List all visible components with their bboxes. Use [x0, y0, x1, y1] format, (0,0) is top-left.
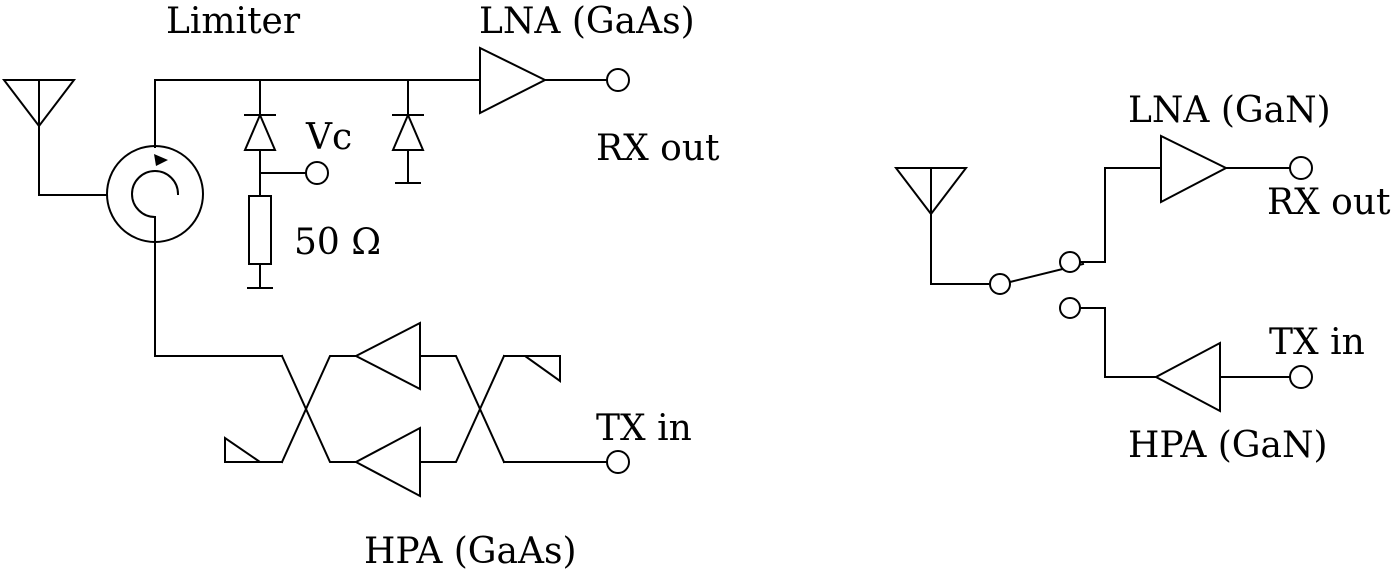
left-circuit: Limiter LNA (GaAs) RX out Vc 50 Ω TX in … [1, 1, 720, 572]
lna-gaas-label: LNA (GaAs) [479, 1, 695, 42]
lna-gaas-amplifier-icon [479, 46, 630, 115]
right-rx-out-terminal [1289, 156, 1313, 180]
tx-in-label: TX in [596, 408, 692, 449]
right-tx-in-label: TX in [1269, 322, 1365, 363]
limiter-diode-icon [243, 79, 329, 197]
balanced-hpa-icon [224, 321, 630, 498]
hpa-gaas-label: HPA (GaAs) [364, 531, 577, 572]
limiter-label: Limiter [166, 1, 301, 42]
limiter-diode-2-icon [391, 79, 425, 184]
hpa-gan-amplifier-icon [1153, 341, 1313, 413]
tx-in-terminal [606, 450, 630, 474]
tx-line [154, 239, 283, 357]
right-antenna-icon [893, 167, 989, 285]
spdt-switch-icon [989, 167, 1162, 378]
right-tx-in-terminal [1289, 365, 1313, 389]
right-circuit: LNA (GaN) RX out TX in HPA (GaN) [893, 90, 1391, 466]
rx-out-terminal [606, 68, 630, 92]
vc-terminal [305, 161, 329, 185]
right-rx-out-label: RX out [1267, 182, 1391, 223]
lna-gan-amplifier-icon [1160, 134, 1313, 204]
vc-label: Vc [305, 117, 352, 158]
lna-gan-label: LNA (GaN) [1128, 90, 1331, 131]
resistor-icon [247, 195, 273, 289]
hpa-gan-label: HPA (GaN) [1128, 425, 1328, 466]
resistor-label: 50 Ω [294, 222, 381, 263]
circulator-icon [106, 79, 204, 243]
left-antenna-icon [1, 79, 108, 196]
rx-out-label: RX out [596, 128, 720, 169]
